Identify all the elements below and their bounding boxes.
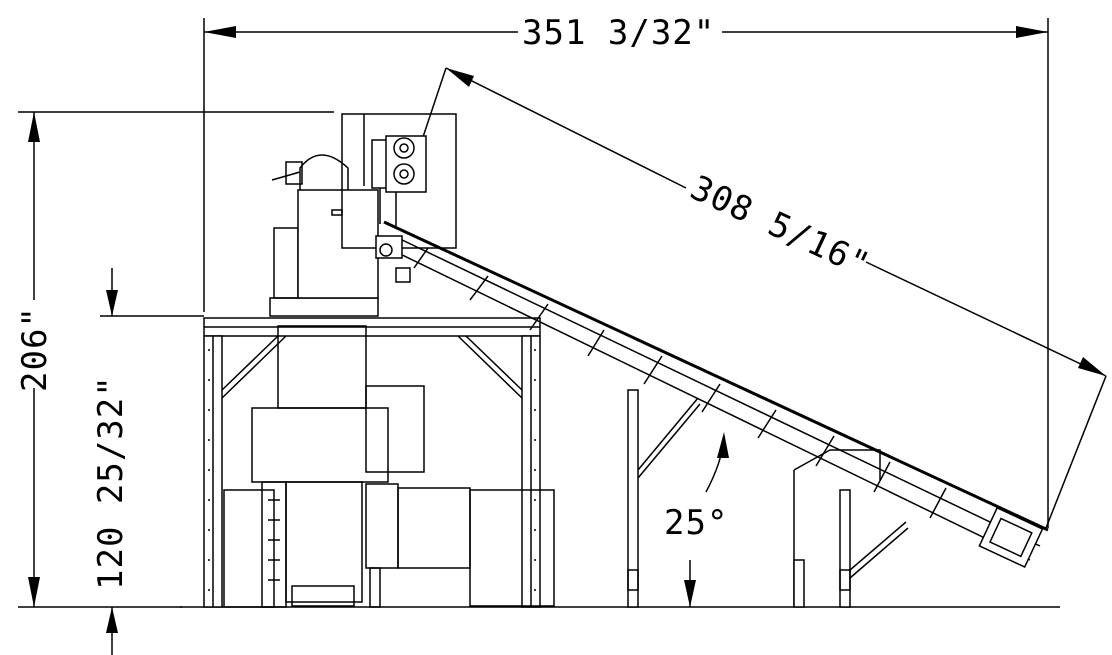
overall-height-dimension: 206" [15, 111, 334, 608]
shredder-unit [269, 113, 457, 317]
conveyor-length-label: 308 5/16" [684, 168, 876, 286]
platform-frame [203, 317, 541, 608]
platform-height-dimension: 120 25/32" [91, 268, 204, 655]
incline-angle-dimension: 25° [664, 432, 729, 607]
overall-width-dimension: 351 3/32" [203, 13, 1049, 528]
incline-angle-label: 25° [664, 503, 728, 543]
overall-height-label: 206" [15, 306, 55, 392]
inclined-conveyor [375, 220, 1049, 569]
conveyor-supports [627, 389, 909, 608]
overall-width-label: 351 3/32" [522, 13, 715, 53]
platform-height-label: 120 25/32" [91, 375, 131, 590]
under-platform-machinery [223, 325, 555, 608]
